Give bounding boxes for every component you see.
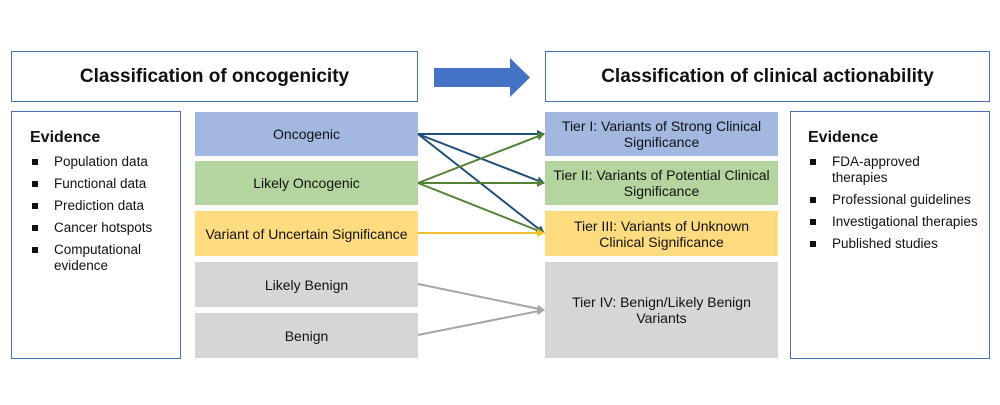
- category-label: Benign: [284, 327, 329, 344]
- list-item: Professional guidelines: [808, 192, 978, 208]
- right-evidence-panel: Evidence FDA-approved therapies Professi…: [790, 111, 990, 359]
- category-label: Oncogenic: [273, 126, 340, 142]
- connector-arrow: [417, 133, 545, 234]
- list-item: Investigational therapies: [808, 214, 978, 230]
- category-benign: Benign: [195, 313, 418, 358]
- connector-arrow: [417, 133, 545, 185]
- category-label: Likely Benign: [264, 276, 349, 293]
- category-likely-benign: Likely Benign: [195, 262, 418, 307]
- list-item: Cancer hotspots: [30, 220, 178, 236]
- left-evidence-list: Population data Functional data Predicti…: [30, 154, 178, 280]
- oncogenicity-header: Classification of oncogenicity: [11, 51, 418, 102]
- list-item: Functional data: [30, 176, 178, 192]
- tier-2: Tier II: Variants of Potential Clinical …: [545, 161, 778, 205]
- left-evidence-title: Evidence: [30, 129, 101, 146]
- tier-1: Tier I: Variants of Strong Clinical Sign…: [545, 112, 778, 156]
- actionability-header-title: Classification of clinical actionability: [601, 65, 934, 87]
- list-item: Prediction data: [30, 198, 178, 214]
- right-evidence-title: Evidence: [808, 129, 879, 146]
- category-vus: Variant of Uncertain Significance: [195, 211, 418, 256]
- category-oncogenic: Oncogenic: [195, 112, 418, 156]
- list-item: Computational evidence: [30, 242, 178, 274]
- right-evidence-list: FDA-approved therapies Professional guid…: [808, 154, 978, 258]
- oncogenicity-header-title: Classification of oncogenicity: [79, 65, 350, 87]
- connector-arrow: [417, 307, 545, 336]
- category-likely-oncogenic: Likely Oncogenic: [195, 161, 418, 205]
- connector-arrow: [417, 182, 545, 235]
- list-item: Published studies: [808, 236, 978, 252]
- list-item: Population data: [30, 154, 178, 170]
- tier-label: Tier III: Variants of Unknown Clinical S…: [573, 217, 750, 250]
- left-evidence-panel: Evidence Population data Functional data…: [11, 111, 181, 359]
- list-item: FDA-approved therapies: [808, 154, 978, 186]
- category-label: Variant of Uncertain Significance: [205, 225, 408, 242]
- tier-label: Tier I: Variants of Strong Clinical Sign…: [561, 118, 762, 150]
- tier-label: Tier II: Variants of Potential Clinical …: [553, 167, 770, 199]
- tier-3: Tier III: Variants of Unknown Clinical S…: [545, 211, 778, 256]
- connector-arrow: [417, 132, 545, 184]
- actionability-header: Classification of clinical actionability: [545, 51, 990, 102]
- tier-4: Tier IV: Benign/Likely Benign Variants: [545, 262, 778, 358]
- connector-arrow: [417, 283, 545, 313]
- tier-label: Tier IV: Benign/Likely Benign Variants: [572, 294, 751, 326]
- category-label: Likely Oncogenic: [253, 175, 360, 191]
